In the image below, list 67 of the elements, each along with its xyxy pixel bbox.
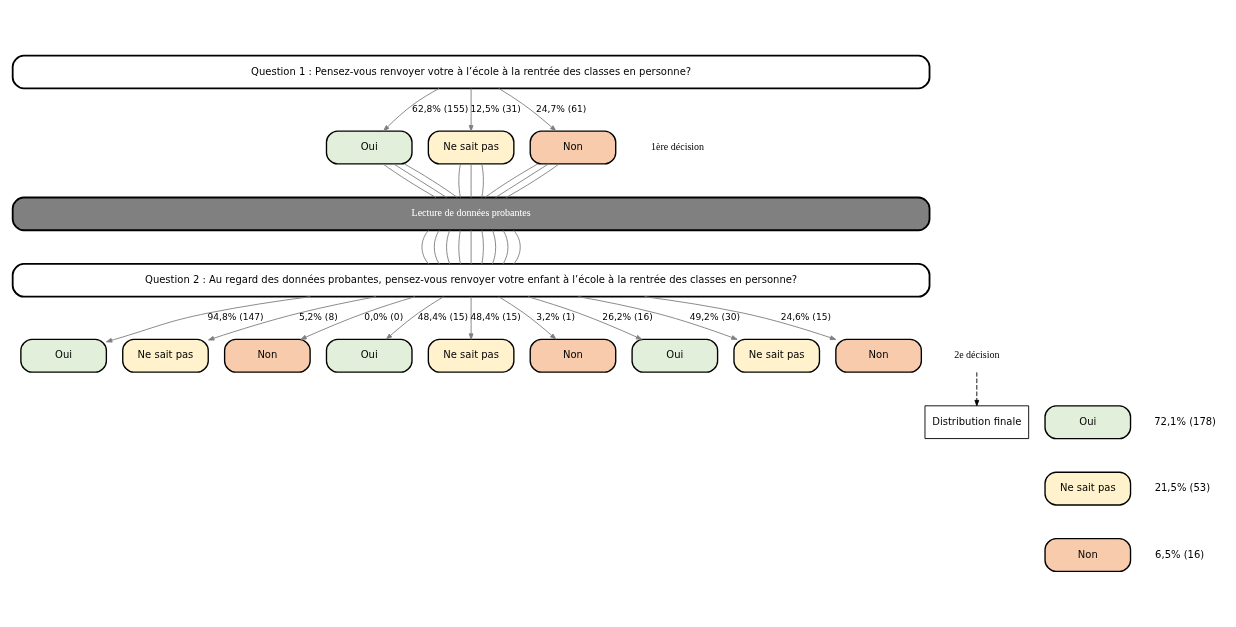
arrow — [577, 296, 738, 340]
connector — [491, 230, 497, 265]
connector — [393, 163, 447, 198]
connector — [470, 230, 472, 265]
arrow — [644, 296, 837, 340]
connector — [421, 230, 429, 265]
label: 1ère décision — [651, 141, 705, 153]
edge-label: 3,2% (1) — [536, 312, 576, 323]
node-box: Question 2 : Au regard des données probantes, pensez-vous renvoyer votre enfant à l’école à la rentrée des classes en personne? — [11, 263, 931, 298]
node-box: Oui — [631, 338, 719, 373]
node-box: Non — [223, 338, 311, 373]
edge-label: 24,7% (61) — [535, 104, 587, 115]
arrow — [468, 88, 474, 132]
edge-label: 12,5% (31) — [470, 104, 521, 115]
arrow — [208, 296, 377, 341]
node-box: Non — [835, 338, 922, 373]
node-box: Lecture de données probantes — [11, 196, 931, 232]
node-box: Ne sait pas — [427, 130, 515, 165]
node-box: Oui — [1044, 405, 1132, 440]
node-box: Oui — [20, 338, 108, 373]
node-label: 6,5% (16) — [1155, 548, 1205, 560]
node-box: Ne sait pas — [733, 338, 821, 373]
node-box: Non — [529, 338, 617, 373]
edge-label: 62,8% (155) — [412, 104, 469, 115]
connector — [403, 163, 458, 198]
connector — [481, 163, 484, 198]
edge-label: 24,6% (15) — [780, 312, 832, 323]
node-text: 2e décision — [954, 349, 1000, 361]
node-label: 21,5% (53) — [1154, 482, 1211, 494]
node-box: Ne sait pas — [427, 338, 515, 373]
edge-label: 0,0% (0) — [364, 312, 404, 323]
node-box: Ne sait pas — [122, 338, 209, 373]
edge-label: 48,4% (15) — [417, 312, 469, 323]
edge-label: 48,4% (15) — [470, 312, 521, 323]
connector — [433, 230, 440, 265]
arrow — [498, 296, 557, 340]
connector — [446, 230, 451, 265]
arrow — [468, 296, 474, 340]
node-box: Oui — [325, 130, 413, 165]
edge-label: 26,2% (16) — [602, 312, 653, 323]
connector — [484, 163, 539, 198]
connector — [505, 163, 560, 198]
node-box: Question 1 : Pensez-vous renvoyer votre à l’école à la rentrée des classes en personne? — [11, 54, 931, 90]
node-box: Oui — [325, 338, 413, 373]
connector — [470, 163, 472, 198]
edge-label: 49,2% (30) — [689, 312, 741, 323]
arrow — [385, 296, 444, 340]
connector — [382, 163, 437, 198]
connector — [481, 230, 484, 265]
connector — [458, 163, 461, 198]
node-label: 72,1% (178) — [1154, 415, 1217, 427]
connector — [495, 163, 550, 198]
connector — [502, 230, 509, 265]
arrow — [498, 88, 557, 132]
node-box: Non — [1044, 537, 1132, 573]
arrow — [383, 88, 440, 132]
arrow — [105, 296, 311, 343]
node-box: Non — [529, 130, 617, 165]
node-box: Ne sait pas — [1044, 471, 1132, 506]
arrow — [300, 296, 416, 340]
arrow — [527, 296, 643, 340]
connector — [513, 230, 521, 265]
edge-label: 94,8% (147) — [207, 312, 264, 323]
arrow — [974, 371, 980, 407]
edge-label: 5,2% (8) — [298, 312, 338, 323]
connector — [458, 230, 461, 265]
node-box: Distribution finale — [924, 405, 1030, 440]
